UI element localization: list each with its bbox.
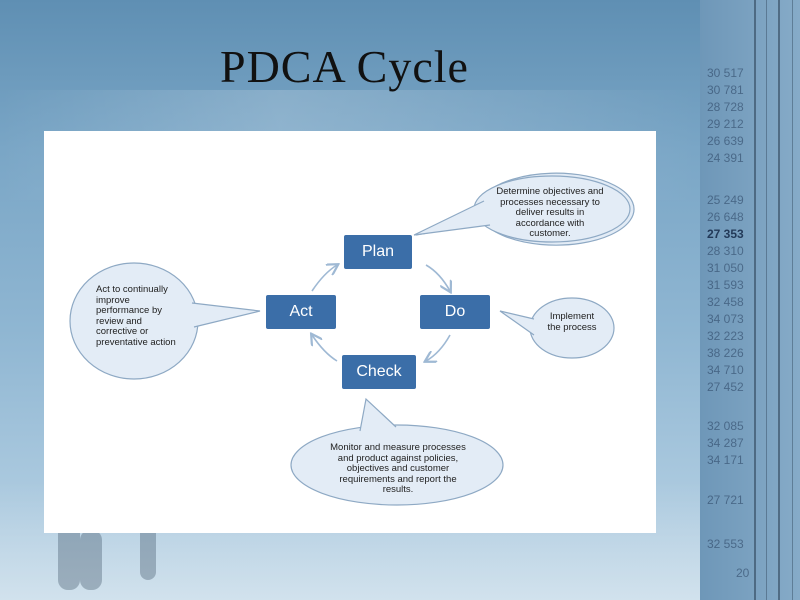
callout-act-tail-edge [191, 302, 261, 328]
callout-check-tail [360, 399, 396, 431]
check-box: Check [342, 355, 416, 389]
sidebar-number: 34 073 [707, 312, 744, 326]
callout-plan-text: Determine objectives and processes neces… [496, 186, 604, 239]
callout-check-text: Monitor and measure processes and produc… [330, 442, 466, 495]
sidebar-rule [792, 0, 793, 600]
arrow-check-to-act [312, 335, 338, 362]
slide-title: PDCA Cycle [220, 41, 469, 92]
sidebar-number: 26 639 [707, 134, 744, 148]
background-figure [80, 530, 102, 590]
pdca-diagram: Plan Do Act Check Determine objectives a… [44, 131, 656, 533]
callout-act-text: Act to continually improve performance b… [96, 284, 176, 348]
sidebar-number: 28 310 [707, 244, 744, 258]
plan-box: Plan [344, 235, 412, 269]
sidebar-number: 26 648 [707, 210, 744, 224]
background-figure [58, 520, 80, 590]
callout-check-tail-edge [359, 397, 397, 432]
sidebar-number: 34 710 [707, 363, 744, 377]
callout-do-tail-edge [499, 310, 535, 336]
sidebar-rule [778, 0, 780, 600]
sidebar-number: 38 226 [707, 346, 744, 360]
arrow-act-to-plan [311, 265, 337, 292]
arrow-plan-to-do [425, 264, 450, 291]
background-figure [140, 525, 156, 580]
arrow-do-to-check [426, 334, 451, 361]
act-box: Act [266, 295, 336, 329]
number-sidebar [700, 0, 800, 600]
sidebar-number: 34 171 [707, 453, 744, 467]
sidebar-rule [766, 0, 767, 600]
sidebar-number: 32 553 [707, 537, 744, 551]
do-box: Do [420, 295, 490, 329]
sidebar-rule [754, 0, 756, 600]
sidebar-number: 25 249 [707, 193, 744, 207]
page-number: 20 [736, 566, 750, 580]
sidebar-number: 27 452 [707, 380, 744, 394]
callout-plan-tail-edge [413, 200, 491, 236]
sidebar-number: 27 721 [707, 493, 744, 507]
sidebar-number: 27 353 [707, 227, 744, 241]
sidebar-number: 28 728 [707, 100, 744, 114]
sidebar-number: 31 593 [707, 278, 744, 292]
sidebar-number: 24 391 [707, 151, 744, 165]
sidebar-number: 32 085 [707, 419, 744, 433]
callout-check-ellipse [290, 424, 504, 506]
sidebar-number: 29 212 [707, 117, 744, 131]
sidebar-number: 30 781 [707, 83, 744, 97]
sidebar-number: 31 050 [707, 261, 744, 275]
callout-plan-tail [414, 201, 490, 235]
sidebar-number: 32 223 [707, 329, 744, 343]
diagram-shapes [69, 172, 635, 506]
callout-do-text: Implement the process [547, 311, 597, 333]
sidebar-number: 32 458 [707, 295, 744, 309]
sidebar-number: 30 517 [707, 66, 744, 80]
sidebar-number: 34 287 [707, 436, 744, 450]
